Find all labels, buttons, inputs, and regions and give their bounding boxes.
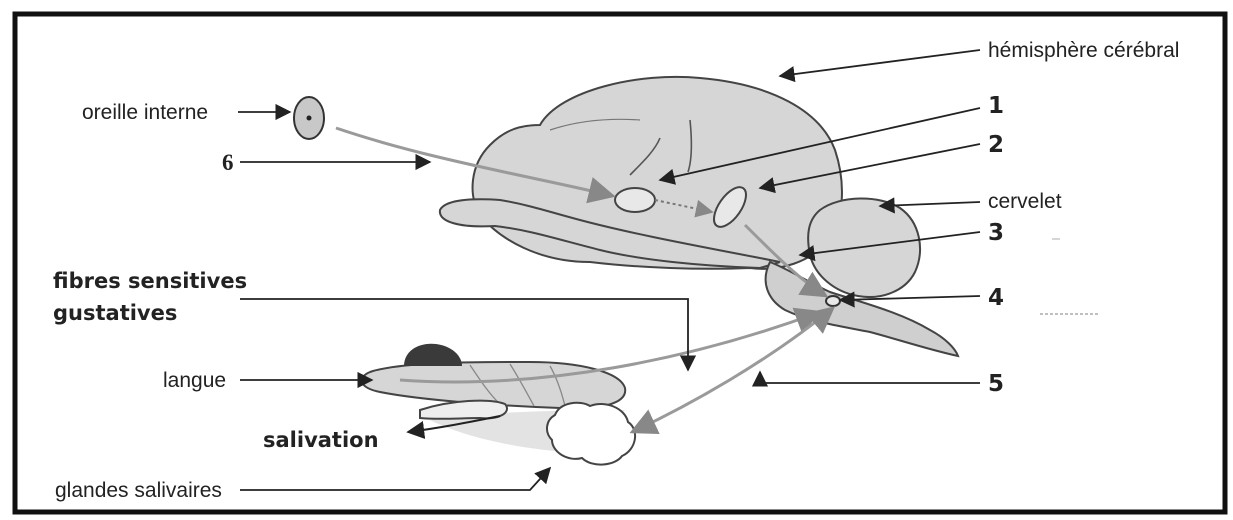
nucleus-4 xyxy=(826,296,840,306)
number-5: 5 xyxy=(988,371,1004,397)
label-tongue: langue xyxy=(163,369,226,392)
number-4: 4 xyxy=(988,285,1004,311)
taste-bud-region xyxy=(404,344,462,366)
label-sensory-fibres-2: gustatives xyxy=(53,301,177,325)
label-cerebellum: cervelet xyxy=(988,190,1062,213)
label-salivary-glands: glandes salivaires xyxy=(55,479,222,502)
area-1 xyxy=(615,188,655,212)
tongue-assembly xyxy=(362,344,635,465)
label-inner-ear: oreille interne xyxy=(82,101,208,124)
cerebellum xyxy=(808,198,920,297)
brain xyxy=(440,77,958,356)
number-6: 6 xyxy=(222,150,234,175)
inner-ear xyxy=(294,97,324,139)
number-3: 3 xyxy=(988,220,1004,246)
label-salivation: salivation xyxy=(263,428,379,452)
number-2: 2 xyxy=(988,132,1004,158)
number-1: 1 xyxy=(988,93,1004,119)
label-hemisphere: hémisphère cérébral xyxy=(988,39,1179,62)
salivary-glands xyxy=(547,403,635,465)
pathway-5 xyxy=(632,308,833,432)
label-sensory-fibres-1: fibres sensitives xyxy=(53,269,247,293)
